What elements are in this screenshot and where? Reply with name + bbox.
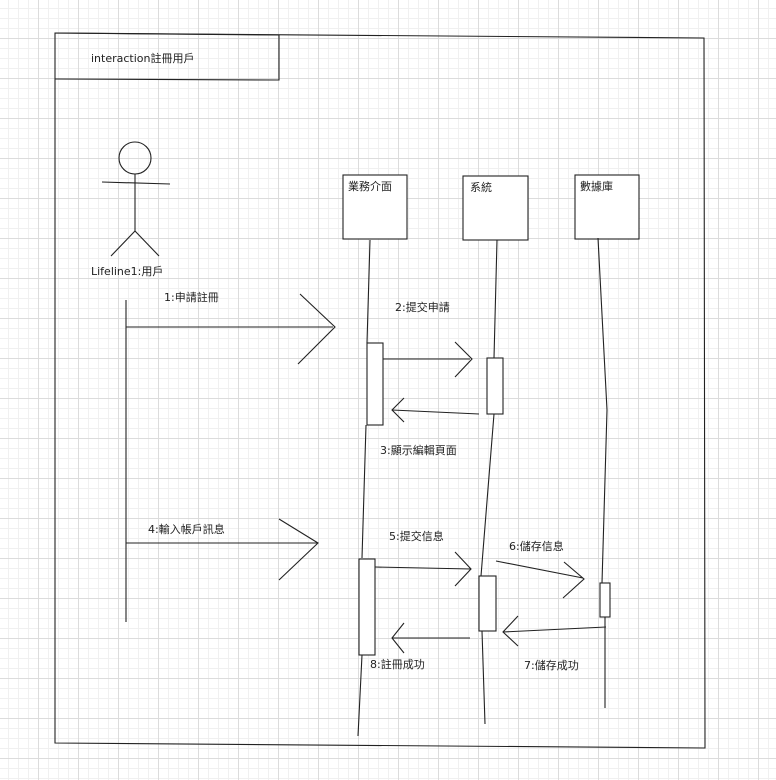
- interaction-frame: interaction註冊用戶: [54, 32, 706, 749]
- activation-database-1: [599, 582, 611, 618]
- message-2-label: 2:提交申請: [395, 300, 450, 314]
- message-3-label: 3:顯示編輯頁面: [380, 443, 457, 457]
- lifeline-ui-stem: [357, 239, 371, 737]
- message-3: 3:顯示編輯頁面: [380, 397, 480, 457]
- message-5-label: 5:提交信息: [389, 529, 444, 543]
- activation-ui-2: [358, 558, 376, 656]
- frame-title: interaction註冊用戶: [91, 52, 195, 65]
- activation-ui-1: [366, 342, 384, 426]
- lifeline-database-label: 數據庫: [580, 179, 613, 193]
- message-6-label: 6:儲存信息: [509, 539, 564, 553]
- message-2: 2:提交申請: [383, 300, 473, 378]
- actor-head: [118, 141, 152, 175]
- message-8-label: 8:註冊成功: [370, 658, 425, 671]
- lifeline-database-stem: [597, 237, 608, 708]
- message-5: 5:提交信息: [374, 529, 472, 587]
- lifeline-system-stem: [480, 239, 498, 725]
- activation-system-2: [478, 575, 497, 632]
- message-8: 8:註冊成功: [370, 622, 470, 671]
- message-7: 7:儲存成功: [502, 615, 607, 672]
- message-1: 1:申請註冊: [126, 290, 336, 365]
- message-1-label: 1:申請註冊: [164, 290, 219, 304]
- lifeline-ui-label: 業務介面: [348, 179, 392, 193]
- lifeline-database: 數據庫: [574, 174, 640, 240]
- lifeline-system-label: 系統: [470, 180, 492, 194]
- lifeline-ui: 業務介面: [342, 174, 408, 240]
- message-4-label: 4:輸入帳戶訊息: [148, 522, 225, 536]
- actor-user: Lifeline1:用戶: [91, 141, 171, 278]
- message-6: 6:儲存信息: [495, 539, 585, 599]
- message-7-label: 7:儲存成功: [524, 658, 579, 672]
- activation-system-1: [486, 357, 504, 415]
- message-4: 4:輸入帳戶訊息: [126, 518, 319, 581]
- lifeline-system: 系統: [462, 175, 529, 241]
- actor-label: Lifeline1:用戶: [91, 265, 163, 278]
